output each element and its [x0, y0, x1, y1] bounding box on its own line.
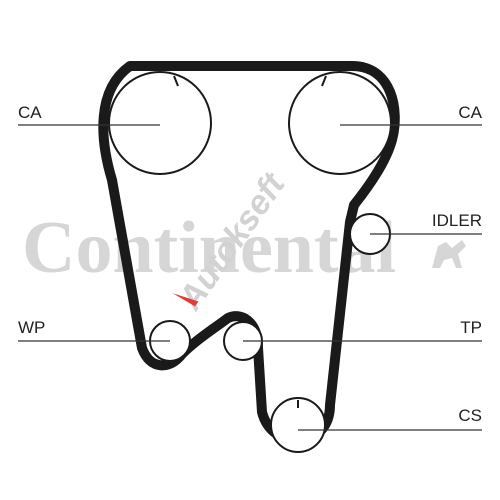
label-wp: WP — [18, 318, 45, 337]
label-cs: CS — [458, 406, 482, 425]
timing-mark-icon — [321, 75, 327, 87]
label-ca-right: CA — [458, 103, 482, 122]
label-idler: IDLER — [432, 211, 482, 230]
label-tp: TP — [460, 318, 482, 337]
continental-watermark: Continental — [22, 207, 466, 289]
camshaft-pulley-right — [288, 71, 392, 175]
autokseft-accent-icon — [172, 293, 199, 307]
horse-logo-icon — [432, 240, 466, 268]
leader-lines — [18, 124, 482, 431]
crankshaft-pulley — [270, 397, 326, 453]
timing-mark-icon — [173, 75, 179, 87]
label-ca-left: CA — [18, 103, 42, 122]
continental-logo-text: Continental — [22, 207, 396, 289]
camshaft-pulley-left — [108, 71, 212, 175]
